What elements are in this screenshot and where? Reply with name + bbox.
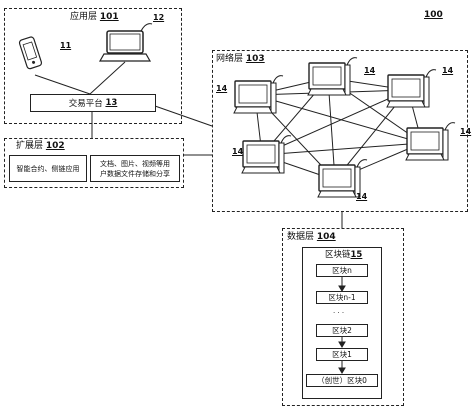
node-ref-5: 14 xyxy=(232,147,244,156)
extension-layer-box xyxy=(4,138,184,188)
phone-to-platform-line xyxy=(34,74,91,95)
node-ref-1: 14 xyxy=(216,84,228,93)
extension-layer-ref: 102 xyxy=(45,141,65,151)
node-ref-6: 14 xyxy=(356,192,368,201)
block-0-genesis: （创世）区块0 xyxy=(306,374,378,387)
trading-platform-box: 交易平台 13 xyxy=(30,94,156,112)
block-n-minus-1: 区块n-1 xyxy=(316,291,368,304)
figure-number: 100 xyxy=(424,10,443,20)
chain-ellipsis: · · · xyxy=(333,309,345,317)
node-ref-4: 14 xyxy=(460,127,472,136)
app-layer-ref: 101 xyxy=(99,12,119,22)
blockchain-box xyxy=(302,247,382,399)
block-1: 区块1 xyxy=(316,348,368,361)
network-layer-box xyxy=(212,50,468,212)
data-layer-ref: 104 xyxy=(316,232,336,242)
app-layer-label: 应用层 xyxy=(70,12,98,22)
file-storage-line2: 户数据文件存储和分享 xyxy=(100,170,170,178)
extension-layer-title: 扩展层 102 xyxy=(16,141,65,152)
app-layer-title: 应用层 101 xyxy=(70,12,119,23)
chain-arrows xyxy=(338,277,346,374)
data-layer-title: 数据层 104 xyxy=(287,232,336,243)
node-ref-2: 14 xyxy=(364,66,376,75)
extension-layer-label: 扩展层 xyxy=(16,141,44,151)
file-storage-box: 文档、图片、视频等用 户数据文件存储和分享 xyxy=(90,155,180,182)
block-2: 区块2 xyxy=(316,324,368,337)
data-layer-label: 数据层 xyxy=(287,232,315,242)
laptop-ref: 12 xyxy=(153,13,165,22)
blockchain-ref: 15 xyxy=(350,250,363,260)
network-layer-title: 网络层 103 xyxy=(216,54,265,65)
file-storage-line1: 文档、图片、视频等用 xyxy=(100,160,170,168)
app-layer-box xyxy=(4,8,182,124)
blockchain-title: 区块链15 xyxy=(325,250,362,261)
phone-ref: 11 xyxy=(60,41,72,50)
smart-contract-label: 智能合约、侧链应用 xyxy=(16,164,80,173)
laptop-to-platform-line xyxy=(89,61,126,95)
network-layer-label: 网络层 xyxy=(216,54,244,64)
platform-to-network-line xyxy=(154,105,213,127)
trading-platform-label: 交易平台 xyxy=(68,99,103,109)
block-n: 区块n xyxy=(316,264,368,277)
trading-platform-ref: 13 xyxy=(105,98,118,108)
smart-contract-box: 智能合约、侧链应用 xyxy=(9,155,87,182)
network-layer-ref: 103 xyxy=(245,54,265,64)
data-layer-box xyxy=(282,228,404,406)
blockchain-label: 区块链 xyxy=(325,250,351,260)
node-ref-3: 14 xyxy=(442,66,454,75)
